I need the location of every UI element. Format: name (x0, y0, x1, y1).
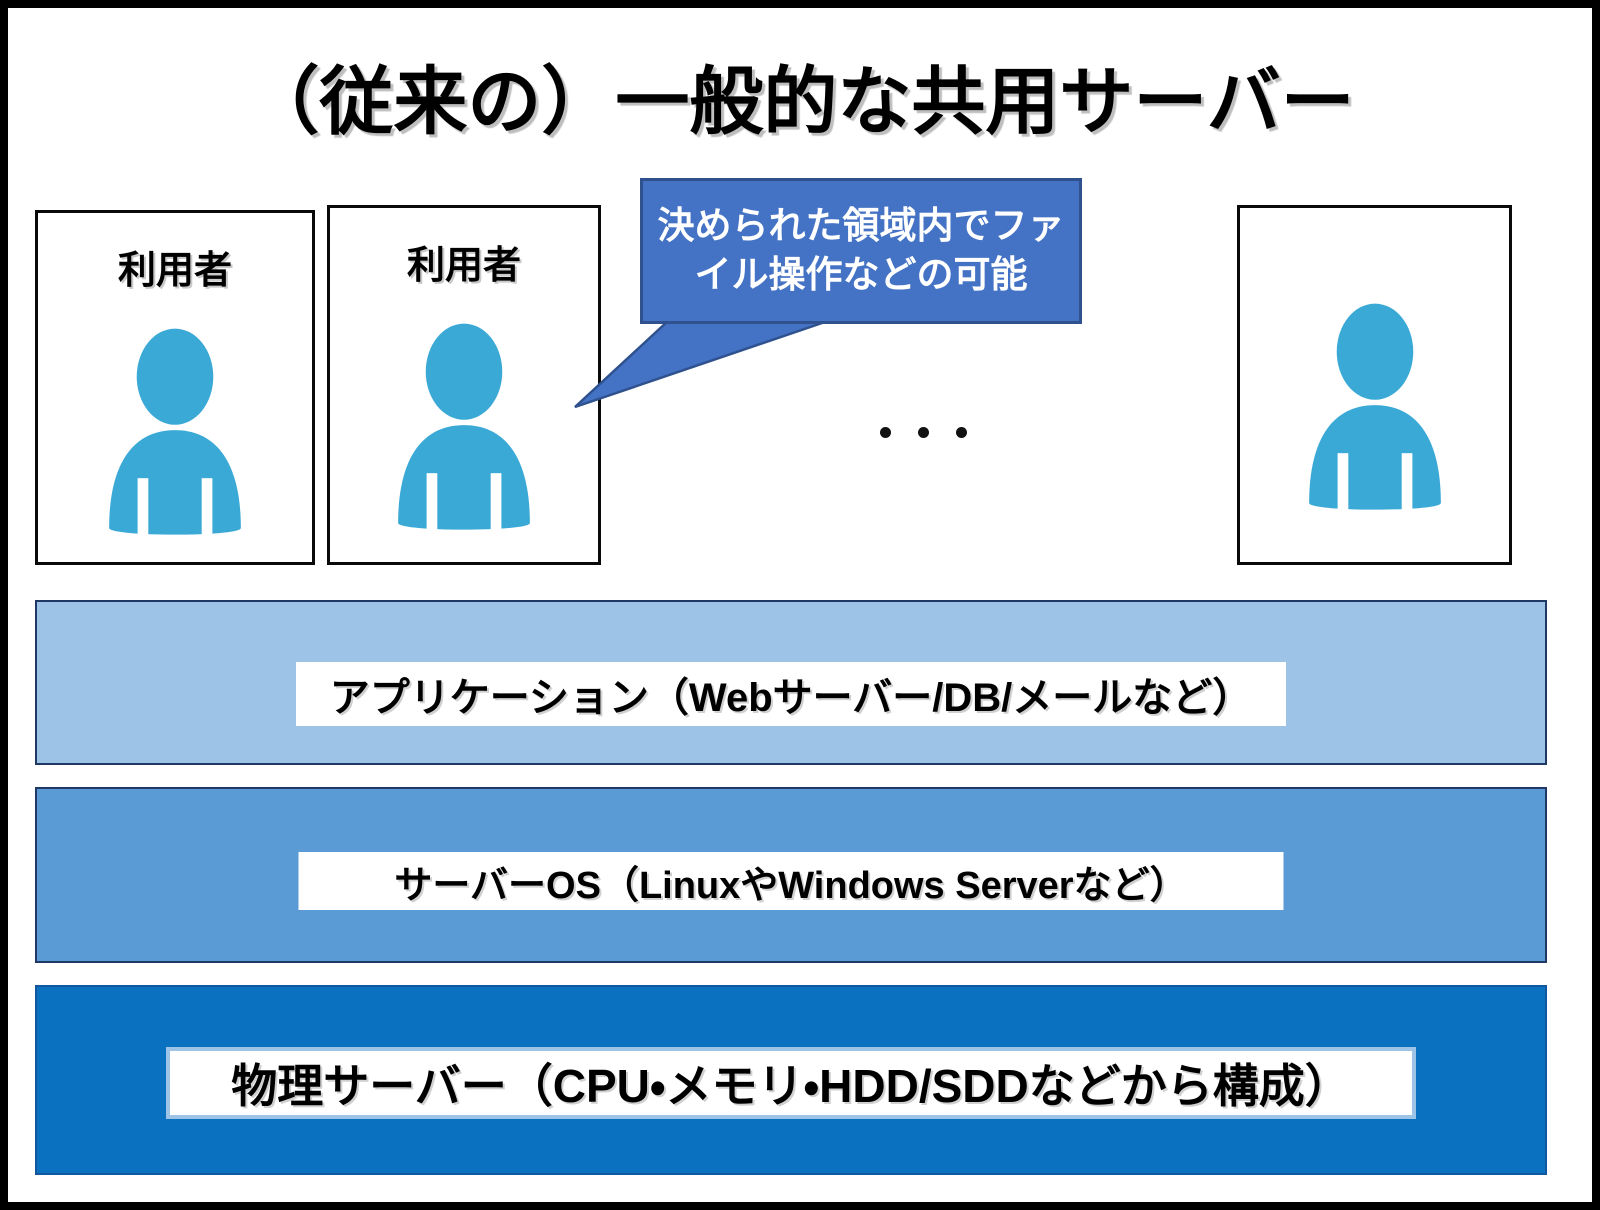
callout-tail (574, 319, 829, 409)
person-icon (398, 323, 530, 532)
user-box-label: 利用者 (117, 250, 232, 292)
dot (956, 427, 967, 438)
user-box-3 (1237, 205, 1512, 565)
person-icon (109, 328, 241, 537)
ellipsis-dots (880, 427, 967, 438)
callout-bubble: 決められた領域内でファイル操作などの可能 (640, 178, 1082, 324)
page-title: （従来の）一般的な共用サーバー (245, 60, 1355, 143)
user-box-label: 利用者 (406, 245, 521, 287)
person-icon (1308, 303, 1441, 512)
dot (918, 427, 929, 438)
layer-application: アプリケーション（Webサーバー/DB/メールなど） (35, 600, 1547, 765)
layer-physical-server-label: 物理サーバー（CPU・メモリ・HDD/SDDなどから構成） (166, 1047, 1416, 1119)
layer-physical-server: 物理サーバー（CPU・メモリ・HDD/SDDなどから構成） (35, 985, 1547, 1175)
user-box-2: 利用者 (327, 205, 601, 565)
layer-server-os-label: サーバーOS（LinuxやWindows Serverなど） (298, 852, 1284, 910)
layer-application-label: アプリケーション（Webサーバー/DB/メールなど） (296, 662, 1286, 726)
dot (880, 427, 891, 438)
layer-server-os: サーバーOS（LinuxやWindows Serverなど） (35, 787, 1547, 963)
user-box-1: 利用者 (35, 210, 315, 565)
